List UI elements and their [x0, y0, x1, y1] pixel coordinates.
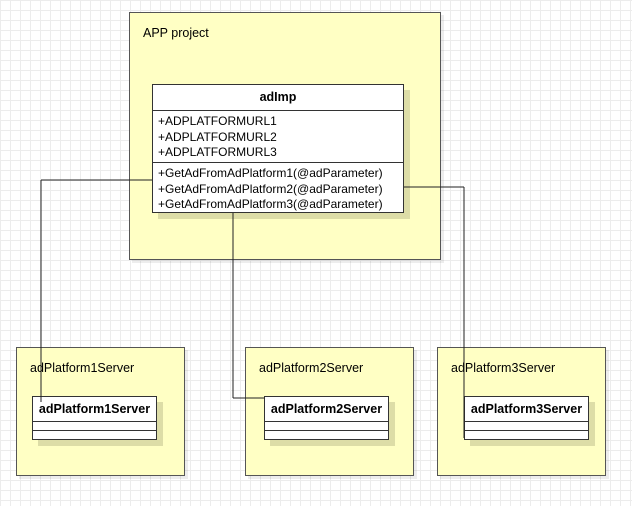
- adplatform2server-class[interactable]: adPlatform2Server: [264, 396, 389, 440]
- operation-row: +GetAdFromAdPlatform2(@adParameter): [158, 181, 383, 196]
- operations-compartment: [33, 431, 156, 440]
- attributes-compartment: +ADPLATFORMURL1 +ADPLATFORMURL2 +ADPLATF…: [153, 111, 403, 163]
- operations-compartment: [465, 431, 588, 440]
- package-label: adPlatform3Server: [451, 361, 556, 375]
- attribute-row: +ADPLATFORMURL2: [158, 129, 277, 144]
- class-name: adPlatform1Server: [33, 397, 156, 422]
- operations-compartment: +GetAdFromAdPlatform1(@adParameter) +Get…: [153, 163, 403, 213]
- attributes-compartment: [33, 422, 156, 431]
- class-name: adImp: [153, 85, 403, 111]
- package-label: adPlatform1Server: [30, 361, 135, 375]
- operations-compartment: [265, 431, 388, 440]
- package-label: adPlatform2Server: [259, 361, 364, 375]
- attribute-row: +ADPLATFORMURL3: [158, 145, 277, 159]
- attributes-compartment: [465, 422, 588, 431]
- package-label: APP project: [143, 26, 209, 40]
- adimp-class[interactable]: adImp +ADPLATFORMURL1 +ADPLATFORMURL2 +A…: [152, 84, 404, 213]
- operation-row: +GetAdFromAdPlatform3(@adParameter): [158, 197, 383, 211]
- adplatform3server-class[interactable]: adPlatform3Server: [464, 396, 589, 440]
- adplatform1server-class[interactable]: adPlatform1Server: [32, 396, 157, 440]
- attributes-compartment: [265, 422, 388, 431]
- attribute-row: +ADPLATFORMURL1: [158, 114, 277, 128]
- class-name: adPlatform3Server: [465, 397, 588, 422]
- class-name: adPlatform2Server: [265, 397, 388, 422]
- operation-row: +GetAdFromAdPlatform1(@adParameter): [158, 166, 383, 180]
